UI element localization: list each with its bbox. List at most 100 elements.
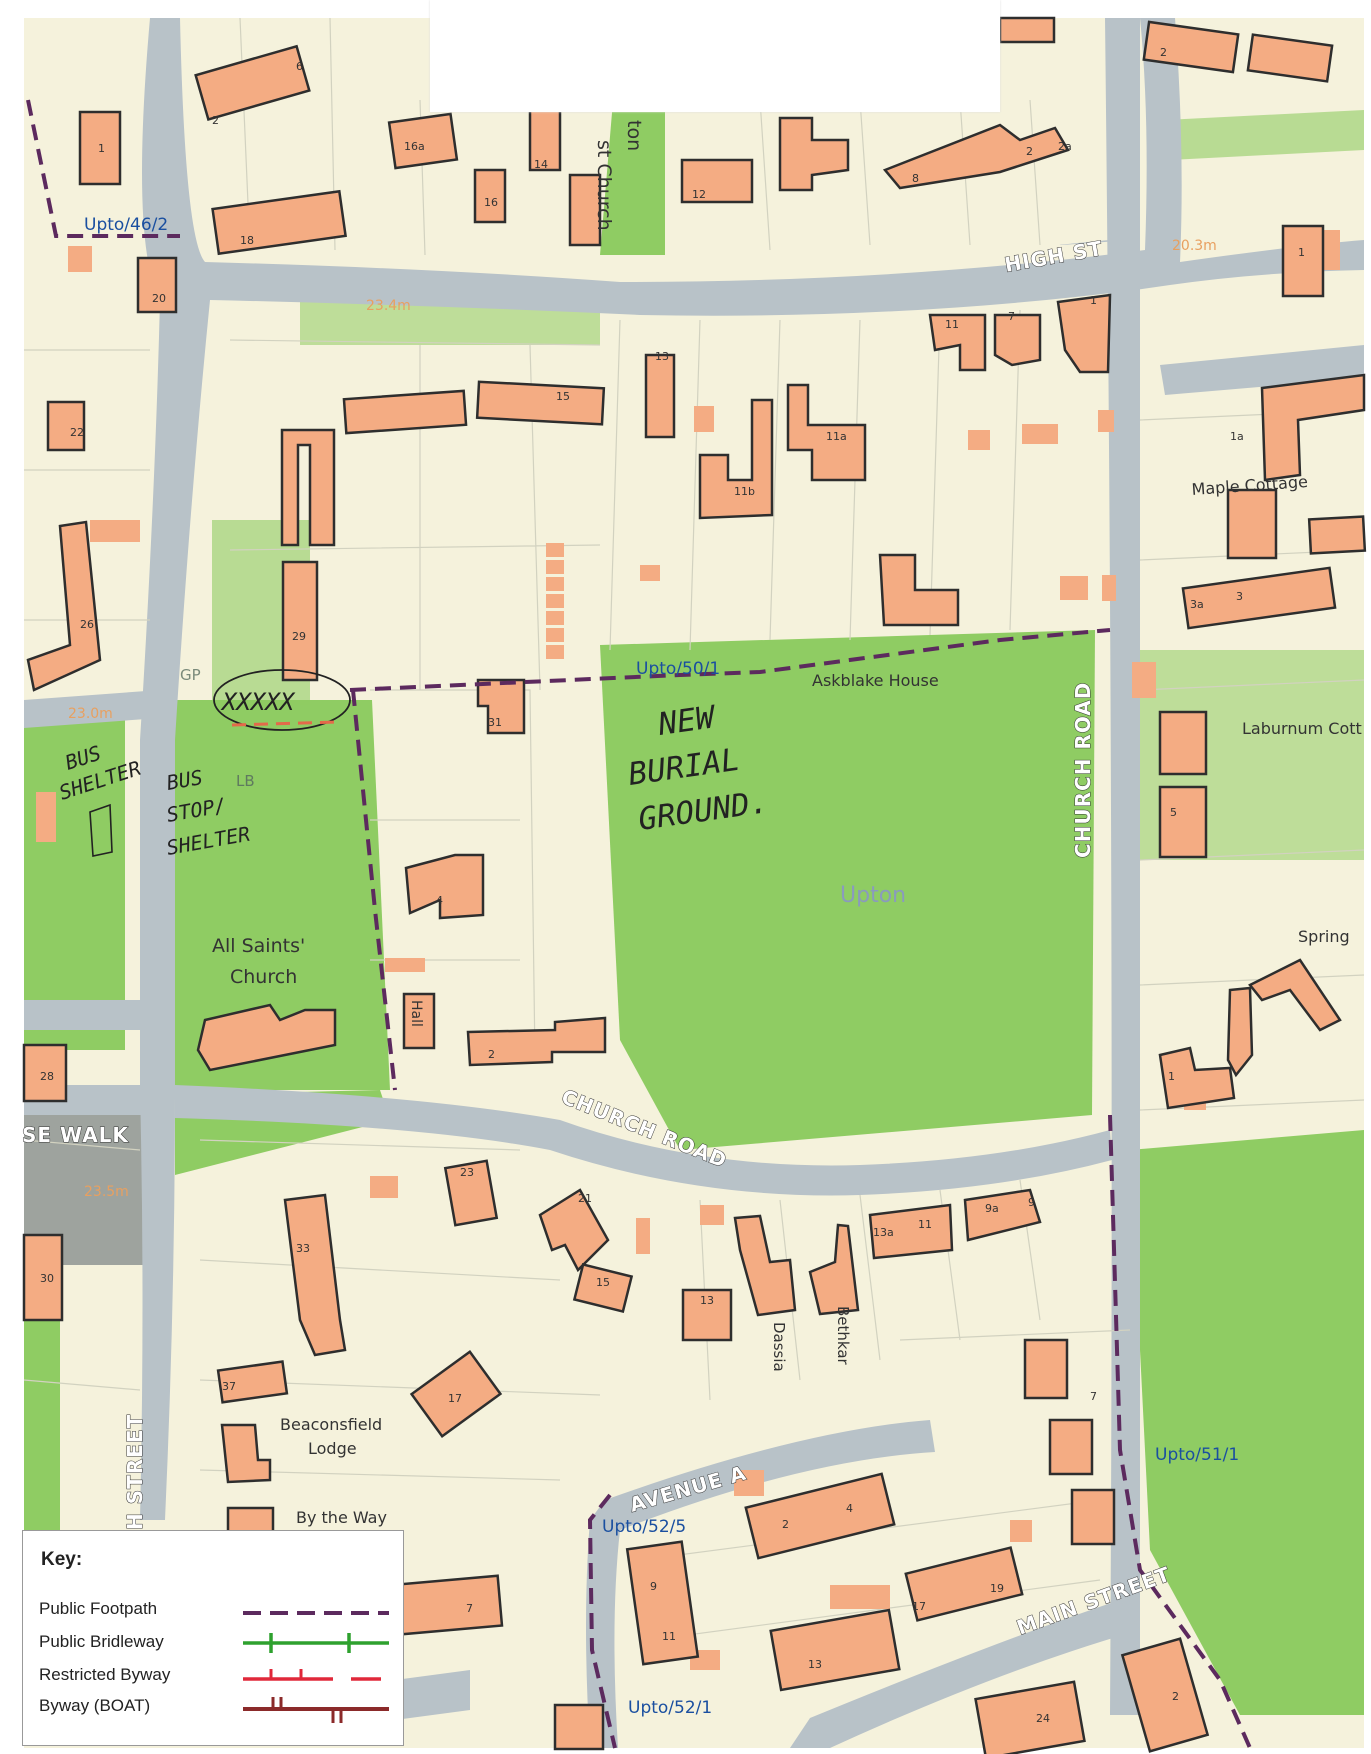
spot-23-4: 23.4m <box>366 298 411 314</box>
label-laburnum-cottage: Laburnum Cott <box>1242 719 1362 738</box>
label-bethkar: Bethkar <box>834 1306 852 1366</box>
label-all-saints-2: Church <box>230 966 297 988</box>
key-swatch-footpath <box>243 1611 389 1615</box>
new-burial-ground-green <box>600 630 1095 1150</box>
spot-23-0: 23.0m <box>68 706 113 722</box>
house-number: 4 <box>436 894 443 907</box>
house-number: 33 <box>296 1242 310 1255</box>
spot-23-5: 23.5m <box>84 1184 129 1200</box>
house-number: 23 <box>460 1166 474 1179</box>
main-street <box>790 1600 1140 1748</box>
label-beaconsfield-1: Beaconsfield <box>280 1415 382 1434</box>
house-number: 14 <box>534 158 548 171</box>
house-number: 1 <box>1168 1070 1175 1083</box>
label-all-saints-1: All Saints' <box>212 935 305 957</box>
footpath-upto-46-2 <box>26 99 180 238</box>
house-number: 15 <box>556 390 570 403</box>
label-beaconsfield-2: Lodge <box>308 1439 357 1458</box>
house-number: 11b <box>734 485 755 498</box>
house-number: 17 <box>448 1392 462 1405</box>
house-number: 9 <box>1028 1196 1035 1209</box>
key-label-byway-boat: Byway (BOAT) <box>39 1696 151 1715</box>
house-number: 7 <box>1008 310 1015 323</box>
ref-upto-51-1: Upto/51/1 <box>1155 1445 1239 1465</box>
house-number: 21 <box>578 1192 592 1205</box>
hand-crosses: XXXXX <box>220 688 296 716</box>
key-swatch-bridleway <box>243 1633 389 1653</box>
house-number: 6 <box>296 60 303 73</box>
house-number: 16 <box>484 196 498 209</box>
label-se-walk: SE WALK <box>22 1123 129 1147</box>
house-number: 26 <box>80 618 94 631</box>
hand-shelter-box <box>89 803 113 857</box>
house-number: 11 <box>662 1630 676 1643</box>
house-number: 1 <box>98 142 105 155</box>
house-number: 37 <box>222 1380 236 1393</box>
house-number: 7 <box>1090 1390 1097 1403</box>
house-number: 11 <box>945 318 959 331</box>
house-number: 18 <box>240 234 254 247</box>
path-references: Upto/46/2 Upto/50/1 Upto/51/1 Upto/52/5 … <box>84 215 1239 1718</box>
house-number: 22 <box>70 426 84 439</box>
key-swatch-byway-boat <box>243 1697 389 1723</box>
label-church-road-v: CHURCH ROAD <box>1071 682 1095 858</box>
ref-upto-52-1: Upto/52/1 <box>628 1698 712 1718</box>
house-number: 5 <box>1170 806 1177 819</box>
house-number: 2 <box>782 1518 789 1531</box>
footpath-upto-51-1 <box>1108 1114 1252 1749</box>
house-numbers: 1 2 6 16a 16 14 18 20 12 8 2 2a 2 1 22 2… <box>40 46 1305 1725</box>
circled-crosses <box>213 669 351 731</box>
hand-new: NEW <box>655 699 719 743</box>
buildings <box>22 16 1367 1754</box>
house-number: 1 <box>1090 294 1097 307</box>
ref-upto-52-5: Upto/52/5 <box>602 1517 686 1537</box>
public-footpaths <box>26 99 1252 1749</box>
key-title: Key: <box>41 1549 83 1570</box>
label-church-top-a: ton <box>623 120 645 151</box>
house-number: 11 <box>918 1218 932 1231</box>
house-number: 2a <box>1058 140 1072 153</box>
ref-upto-46-2: Upto/46/2 <box>84 215 168 235</box>
spot-heights: 20.3m 23.4m 23.0m 23.5m <box>68 238 1217 1200</box>
house-number: 8 <box>912 172 919 185</box>
churchyard-green <box>165 700 390 1090</box>
house-number: 3 <box>1236 590 1243 603</box>
footpath-upto-50-1 <box>349 628 1111 692</box>
redaction-patch <box>430 0 1000 112</box>
footpath-upto-52-5 <box>587 1493 617 1749</box>
house-number: 2 <box>1172 1690 1179 1703</box>
house-number: 1 <box>1298 246 1305 259</box>
avenue-a <box>586 1420 935 1748</box>
key-label-bridleway: Public Bridleway <box>39 1632 164 1651</box>
house-number: 9 <box>650 1580 657 1593</box>
house-number: 2 <box>1026 145 1033 158</box>
house-number: 11a <box>826 430 847 443</box>
house-number: 30 <box>40 1272 54 1285</box>
label-gp: GP <box>180 666 201 684</box>
key-label-restricted-byway: Restricted Byway <box>39 1665 171 1684</box>
label-lb: LB <box>236 772 255 790</box>
label-h-street: H STREET <box>123 1414 147 1530</box>
house-number: 13 <box>700 1294 714 1307</box>
house-number: 24 <box>1036 1712 1050 1725</box>
house-number: 20 <box>152 292 166 305</box>
label-askblake-house: Askblake House <box>812 671 939 690</box>
house-number: 19 <box>990 1582 1004 1595</box>
label-by-the-way: By the Way <box>296 1508 387 1527</box>
house-number: 7 <box>466 1602 473 1615</box>
house-number: 17 <box>912 1600 926 1613</box>
house-number: 28 <box>40 1070 54 1083</box>
house-number: 2 <box>488 1048 495 1061</box>
house-number: 31 <box>488 716 502 729</box>
house-number: 13 <box>808 1658 822 1671</box>
house-number: 2 <box>212 114 219 127</box>
house-number: 15 <box>596 1276 610 1289</box>
place-labels: Upton All Saints' Church ton st Church A… <box>180 120 1362 1527</box>
house-number: 12 <box>692 188 706 201</box>
house-number: 16a <box>404 140 425 153</box>
house-number: 9a <box>985 1202 999 1215</box>
label-dassia: Dassia <box>770 1322 788 1372</box>
ref-upto-50-1: Upto/50/1 <box>636 659 720 679</box>
